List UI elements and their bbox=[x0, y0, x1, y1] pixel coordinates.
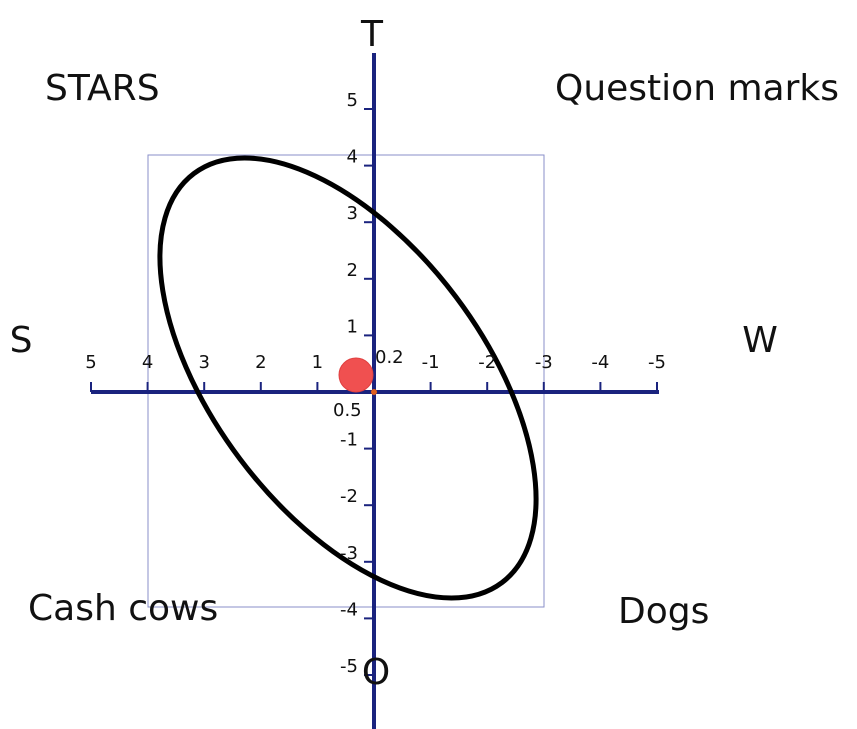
axis-label-top: T bbox=[360, 14, 384, 55]
origin-marker bbox=[371, 389, 377, 395]
y-tick-label: 2 bbox=[347, 260, 358, 281]
y-tick-label: 1 bbox=[347, 316, 358, 337]
y-tick-label: -4 bbox=[340, 599, 358, 620]
y-tick-label: 3 bbox=[347, 203, 358, 224]
range-rectangle bbox=[147, 154, 545, 608]
x-tick-label: -2 bbox=[478, 352, 496, 373]
strategy-ellipse bbox=[157, 155, 539, 601]
axis-label-bottom: O bbox=[362, 652, 390, 693]
point-y-label: 0.2 bbox=[375, 347, 404, 368]
x-axis-ticks: 5 4 3 2 1 -1 -2 -3 -4 -5 bbox=[85, 352, 666, 392]
quadrant-label-question-marks: Question marks bbox=[555, 68, 839, 109]
x-tick-label: 4 bbox=[142, 352, 153, 373]
y-tick-label: -5 bbox=[340, 656, 358, 677]
y-tick-label: -1 bbox=[340, 430, 358, 451]
axis-label-right: W bbox=[742, 320, 778, 361]
y-axis-ticks: 5 4 3 2 1 -1 -2 -3 -4 -5 bbox=[340, 90, 374, 677]
quadrant-label-cash-cows: Cash cows bbox=[28, 588, 218, 629]
x-tick-label: -5 bbox=[648, 352, 666, 373]
x-tick-label: 2 bbox=[255, 352, 266, 373]
point-x-label: 0.5 bbox=[333, 400, 362, 421]
x-tick-label: 5 bbox=[85, 352, 96, 373]
y-tick-label: -2 bbox=[340, 486, 358, 507]
x-tick-label: 1 bbox=[312, 352, 323, 373]
quadrant-label-dogs: Dogs bbox=[618, 591, 709, 632]
y-tick-label: 4 bbox=[347, 147, 358, 168]
x-tick-label: -1 bbox=[422, 352, 440, 373]
axis-label-left: S bbox=[10, 320, 33, 361]
x-tick-label: -3 bbox=[535, 352, 553, 373]
quadrant-label-stars: STARS bbox=[45, 68, 160, 109]
y-tick-label: -3 bbox=[340, 543, 358, 564]
position-point bbox=[338, 357, 374, 393]
x-tick-label: -4 bbox=[591, 352, 609, 373]
y-tick-label: 5 bbox=[347, 90, 358, 111]
x-tick-label: 3 bbox=[198, 352, 209, 373]
